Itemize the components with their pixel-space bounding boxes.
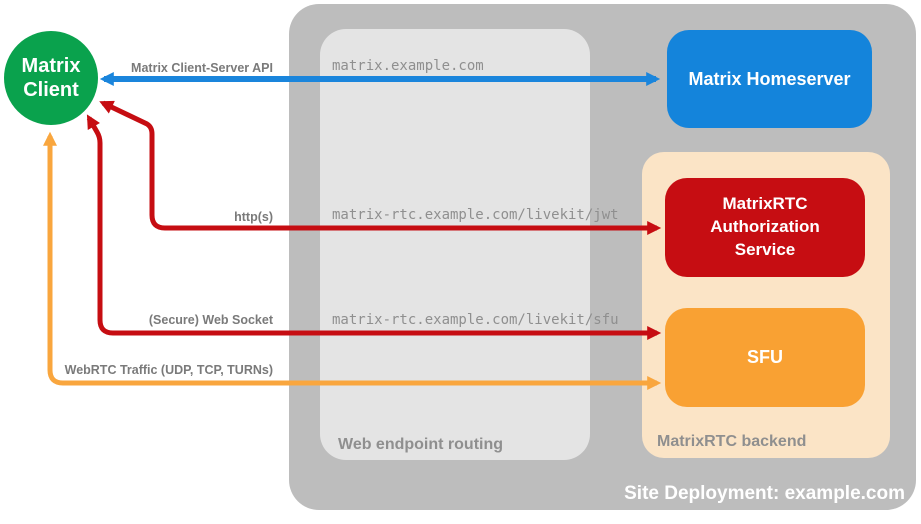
matrix-homeserver-node: Matrix Homeserver <box>667 30 872 128</box>
matrix-client-label-line1: Matrix <box>21 55 81 77</box>
matrix-client-label-line2: Client <box>23 79 79 101</box>
matrix-client-node: Matrix Client <box>4 31 98 125</box>
sfu-node: SFU <box>665 308 865 407</box>
matrixrtc-auth-service-node: MatrixRTC Authorization Service <box>665 178 865 277</box>
arrow-label-webrtc-traffic: WebRTC Traffic (UDP, TCP, TURNs) <box>64 363 273 377</box>
arrow-label-websocket: (Secure) Web Socket <box>148 313 273 327</box>
endpoint-livekit-sfu: matrix-rtc.example.com/livekit/sfu <box>332 312 619 328</box>
matrix-homeserver-label: Matrix Homeserver <box>688 68 851 89</box>
sfu-label: SFU <box>747 347 783 367</box>
site-deployment-label: Site Deployment: example.com <box>624 483 905 504</box>
matrixrtc-auth-service-label: MatrixRTC Authorization Service <box>710 194 820 259</box>
matrixrtc-backend-label: MatrixRTC backend <box>657 433 807 450</box>
arrow-label-https: http(s) <box>234 210 273 224</box>
endpoint-matrix-domain: matrix.example.com <box>332 58 484 74</box>
arrow-label-client-server-api: Matrix Client-Server API <box>131 61 273 75</box>
web-endpoint-routing-box <box>320 29 590 460</box>
web-endpoint-routing-label: Web endpoint routing <box>338 436 504 453</box>
endpoint-livekit-jwt: matrix-rtc.example.com/livekit/jwt <box>332 207 619 223</box>
